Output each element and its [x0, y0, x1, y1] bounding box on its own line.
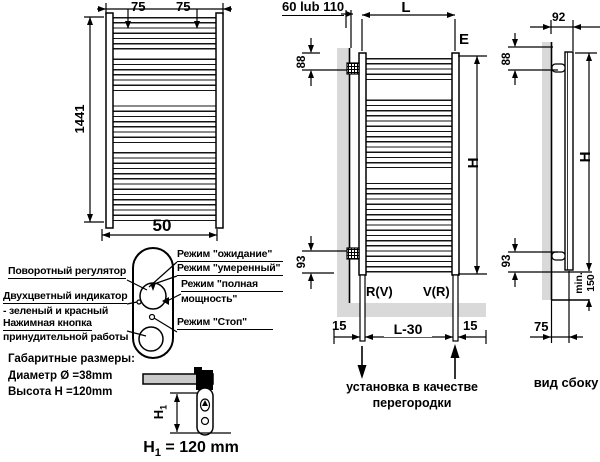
label-mode-full-line1: Режим "полная — [181, 278, 283, 293]
overall-dimensions-diameter: Диаметр Ø =38mm — [8, 370, 113, 382]
wall — [337, 48, 349, 303]
tube-gap — [112, 50, 216, 58]
overall-dimensions-height: Высота H =120mm — [8, 386, 113, 398]
dim-axis-to-wall-75: 75 — [534, 319, 549, 334]
dim-bracket-left: 75 — [131, 0, 146, 14]
control-unit-drawing — [126, 247, 182, 359]
tube-gap — [112, 143, 216, 152]
dim-center-L30: L-30 — [384, 322, 432, 337]
label-indicator-line1: Двухцветный индикатор — [3, 290, 128, 305]
connection-right-VR: V(R) — [423, 284, 450, 299]
partition-view-tubes — [365, 58, 453, 273]
side-dim-top-connection-88: 88 — [500, 52, 513, 66]
dim-min-clearance-150: min.150 — [573, 272, 597, 294]
partition-caption-line2: перегородки — [372, 396, 452, 410]
dim-bracket-right: 75 — [176, 0, 191, 14]
pipe-right — [452, 274, 459, 342]
dim-offset-right-15: 15 — [463, 318, 478, 333]
dim-width-50: 50 — [152, 216, 172, 235]
valve-bottom — [346, 247, 360, 260]
dim-bottom-connection-93: 93 — [295, 255, 308, 269]
dim-top-connection-88: 88 — [295, 55, 308, 69]
control-unit-side — [196, 387, 214, 436]
connection-left-RV: R(V) — [366, 284, 393, 299]
label-push-button-line2: принудительной работы — [3, 331, 129, 343]
label-indicator-line2: - зеленый и красный — [3, 305, 109, 317]
radiator-profile — [564, 51, 574, 271]
dim-height-H: H — [465, 157, 483, 169]
dim-length-L: L — [401, 0, 411, 16]
dim-wall-distance: 60 lub 110 — [282, 0, 345, 16]
control-unit-body — [132, 247, 174, 359]
side-dim-height-H: H — [577, 151, 595, 163]
indicator-led — [136, 299, 142, 305]
pipe-left — [359, 274, 366, 342]
overall-dimensions-title: Габаритные размеры: — [8, 353, 135, 365]
label-E: E — [459, 31, 470, 48]
side-view-caption: вид сбоку — [533, 375, 599, 390]
h1-dim-label: H1 — [151, 404, 170, 420]
label-mode-full-line2: мощность" — [181, 293, 238, 305]
knob-right-marker — [162, 297, 169, 305]
h1-caption: H1 = 120 mm — [143, 439, 239, 460]
connection-stub-top — [551, 63, 566, 73]
rotary-knob — [139, 282, 167, 310]
label-push-button-line1: Нажимная кнопка — [3, 317, 92, 332]
knob-stop-marker — [148, 313, 156, 321]
dim-offset-left-15: 15 — [332, 318, 347, 333]
partition-floor — [337, 303, 486, 317]
label-mode-stop: Режим "Стоп" — [177, 316, 273, 331]
tube-gap — [365, 168, 453, 182]
valve-top — [346, 62, 360, 75]
dim-depth-92: 92 — [552, 10, 566, 24]
partition-caption-line1: установка в качестве — [346, 380, 478, 394]
front-view-tubes — [112, 17, 216, 223]
label-mode-standby: Режим "ожидание" — [177, 248, 283, 263]
push-button — [138, 326, 164, 352]
wall-side — [542, 42, 552, 300]
dim-height-1441: 1441 — [72, 104, 88, 134]
tube-gap — [365, 84, 453, 98]
side-dim-bottom-connection-93: 93 — [500, 254, 513, 268]
flow-arrow-down — [357, 365, 367, 379]
knob-top-marker — [150, 283, 156, 291]
label-rotary-knob: Поворотный регулятор — [8, 265, 126, 280]
tube-gap — [112, 93, 216, 102]
label-mode-moderate: Режим "умеренный" — [177, 262, 283, 277]
flow-arrow-up — [450, 344, 460, 358]
connection-stub-bottom — [551, 251, 566, 261]
